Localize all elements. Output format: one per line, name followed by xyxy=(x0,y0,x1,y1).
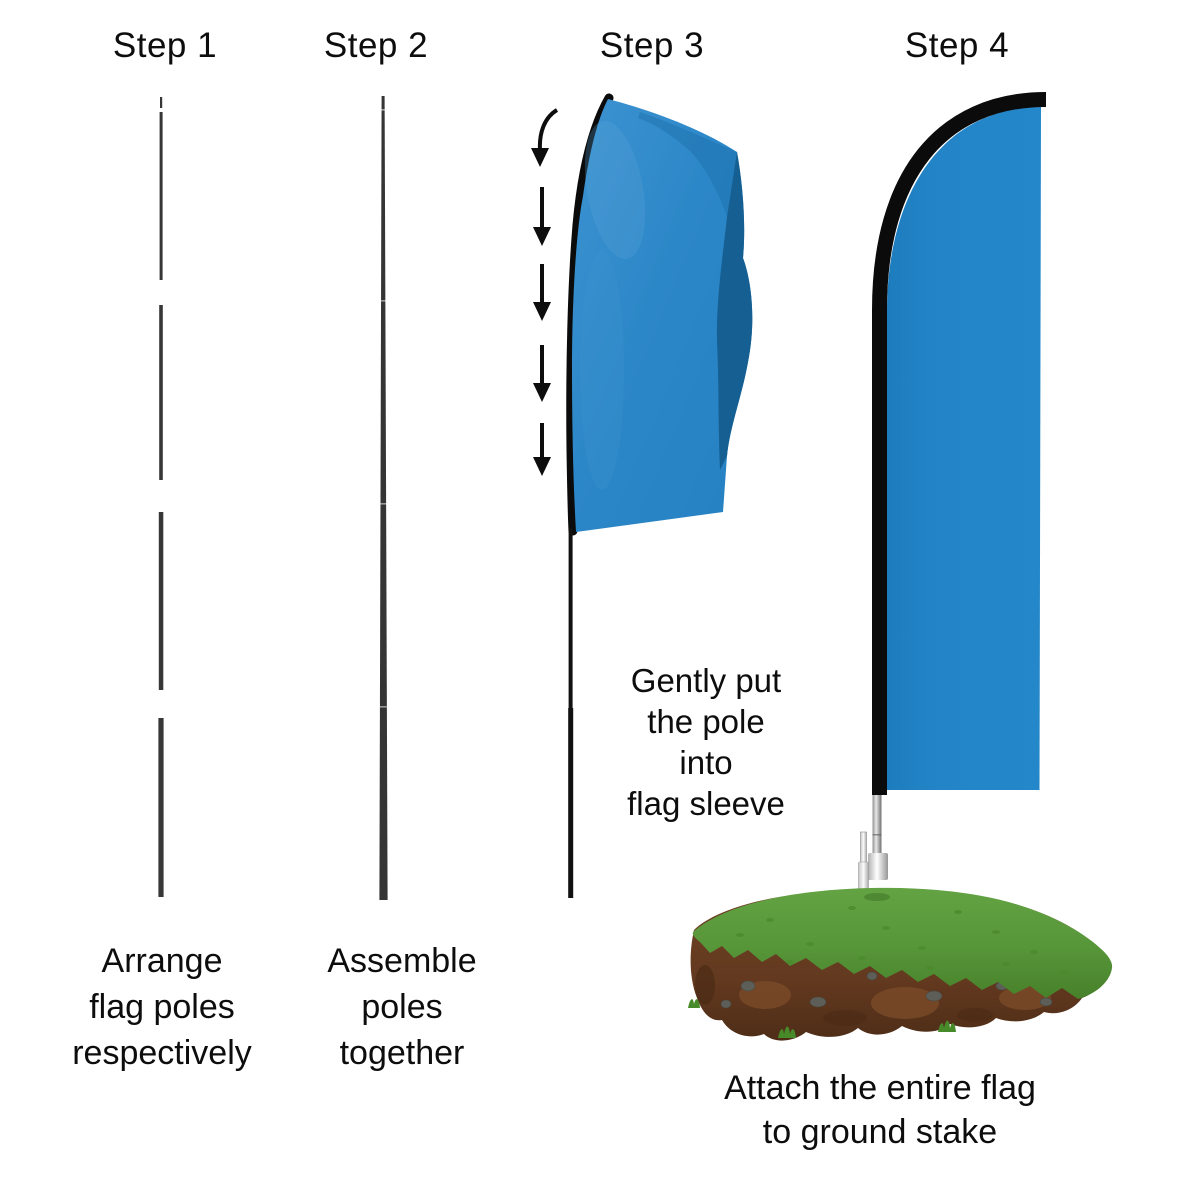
caption-line: into xyxy=(679,744,733,781)
flag-top-shade xyxy=(638,112,737,217)
step3-insert-arrows xyxy=(531,108,559,476)
caption-line: to ground stake xyxy=(762,1113,998,1151)
step1-label: Step 1 xyxy=(112,26,218,65)
pole-segment xyxy=(160,97,163,108)
step3-pole-lower xyxy=(568,708,574,898)
down-arrow-icon xyxy=(533,423,551,476)
caption-line: flag poles xyxy=(89,988,235,1026)
flag-fabric xyxy=(572,99,753,532)
pole-segment xyxy=(159,305,163,480)
step3-label: Step 3 xyxy=(599,26,705,65)
down-arrow-icon xyxy=(533,345,551,402)
curved-down-arrow-icon xyxy=(531,108,559,167)
step2-caption: Assemble poles together xyxy=(252,938,552,1076)
pole-joint xyxy=(380,109,386,111)
grass-mound xyxy=(688,887,1113,1041)
stake-collar xyxy=(868,853,888,880)
step3-flag-on-pole xyxy=(566,93,753,898)
step2-label: Step 2 xyxy=(323,26,429,65)
caption-line: poles xyxy=(361,988,443,1026)
grass-tufts xyxy=(688,999,956,1038)
caption-line: Attach the entire flag xyxy=(724,1069,1036,1107)
flag-highlight xyxy=(580,250,624,490)
flag-fabric xyxy=(887,107,1041,790)
step1-pole-segments xyxy=(158,97,164,897)
step3-caption: Gently put the pole into flag sleeve xyxy=(556,660,856,824)
grass-top xyxy=(692,887,1113,999)
down-arrow-icon xyxy=(533,187,551,246)
flag-fold-shadow xyxy=(716,152,753,470)
stones xyxy=(720,971,1053,1009)
stake-rod-joint xyxy=(872,834,882,836)
flag-sleeve-edge xyxy=(566,93,614,536)
caption-line: the pole xyxy=(647,703,765,740)
caption-line: together xyxy=(339,1034,465,1072)
ground-stake xyxy=(858,790,888,896)
caption-line: flag sleeve xyxy=(627,785,785,822)
pole-segment xyxy=(159,112,163,280)
stake-entry-shadow xyxy=(864,893,890,901)
step4-label: Step 4 xyxy=(904,26,1010,65)
step4-caption: Attach the entire flag to ground stake xyxy=(655,1066,1105,1154)
caption-line: respectively xyxy=(72,1034,252,1072)
flag-pole-curve xyxy=(872,92,1047,795)
step1-caption: Arrange flag poles respectively xyxy=(12,938,312,1076)
stake-rod xyxy=(872,790,882,856)
pole-segment xyxy=(158,718,164,897)
pole-joint xyxy=(379,706,387,708)
step2-assembled-pole xyxy=(379,96,388,900)
pole-segment xyxy=(158,512,164,690)
flag-highlight xyxy=(584,120,646,260)
stake-pin-upper xyxy=(860,831,867,865)
pole-joint xyxy=(379,300,387,302)
step3-pole-upper xyxy=(568,528,573,708)
pole-joint xyxy=(379,503,387,505)
grass-speckles xyxy=(736,906,1068,974)
caption-line: Assemble xyxy=(327,942,477,980)
down-arrow-icon xyxy=(533,264,551,321)
step4-complete-flag xyxy=(872,92,1047,795)
caption-line: Arrange xyxy=(101,942,223,980)
caption-line: Gently put xyxy=(630,662,782,699)
